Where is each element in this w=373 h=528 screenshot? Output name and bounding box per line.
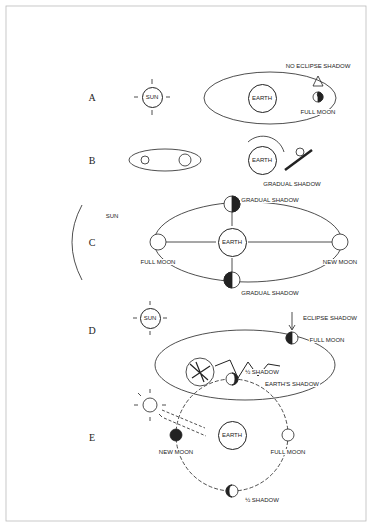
body-circle: EARTH [218, 421, 247, 450]
sketch-note: GRADUAL SHADOW [240, 290, 299, 297]
sketch-note: ½ SHADOW [244, 497, 280, 504]
sketch-note: FULL MOON [270, 449, 307, 456]
body-name: EARTH [222, 432, 242, 438]
sketch-note: NO ECLIPSE SHADOW [285, 63, 352, 70]
row-a-sketch [134, 72, 336, 124]
sketch-note: FULL MOON [140, 259, 177, 266]
sketch-note: NEW MOON [158, 449, 194, 456]
page-frame [6, 6, 366, 521]
sketch-note: SUN [105, 213, 120, 220]
sketch-note: FULL MOON [300, 109, 337, 116]
body-name: EARTH [222, 239, 242, 245]
sketch-note: FULL MOON [309, 337, 346, 344]
row-letter: D [87, 325, 96, 336]
sketch-note: GRADUAL SHADOW [262, 181, 321, 188]
body-name: EARTH [252, 95, 272, 101]
sketch-note: ½ SHADOW [244, 369, 280, 376]
body-name: SUN [146, 94, 159, 100]
body-circle: SUN [140, 308, 161, 329]
sketch-note: EARTH'S SHADOW [264, 381, 320, 388]
row-letter: E [88, 432, 96, 443]
row-letter: A [87, 92, 96, 103]
body-name: SUN [144, 315, 157, 321]
row-b-sketch [129, 136, 312, 171]
sketch-note: GRADUAL SHADOW [240, 197, 299, 204]
row-c-sketch [72, 196, 348, 288]
body-circle: EARTH [248, 84, 277, 113]
body-name: EARTH [252, 157, 272, 163]
sketch-note: NEW MOON [322, 259, 358, 266]
sketch-note: ECLIPSE SHADOW [302, 315, 358, 322]
row-e-sketch [134, 373, 294, 497]
body-circle: EARTH [218, 228, 247, 257]
body-circle: EARTH [248, 146, 277, 175]
row-letter: C [88, 237, 97, 248]
body-circle: SUN [142, 87, 163, 108]
row-letter: B [88, 155, 97, 166]
